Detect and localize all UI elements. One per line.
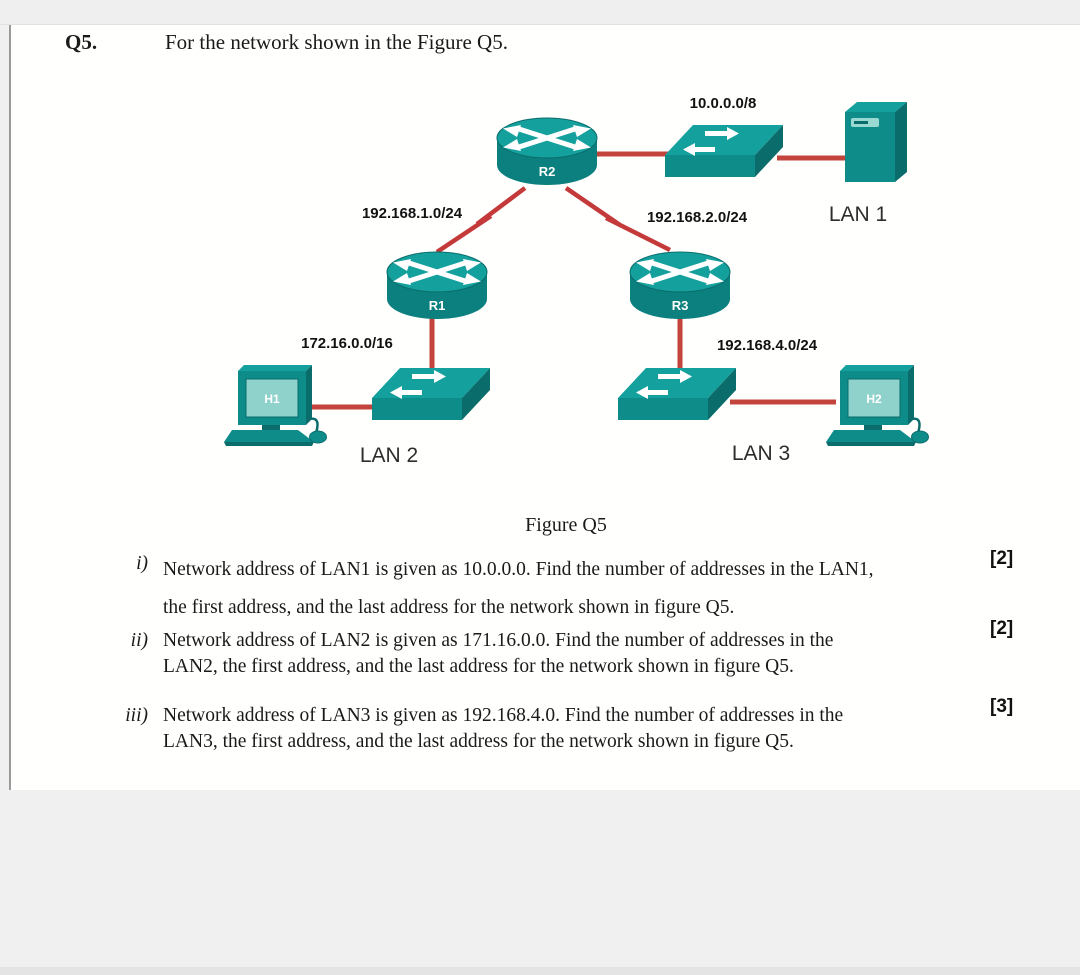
top-gray-strip [0, 0, 1080, 25]
router-r3-label: R3 [672, 298, 689, 313]
lan2-label: LAN 2 [360, 444, 418, 467]
item-i-numeral: i) [136, 553, 148, 574]
item-ii-text: Network address of LAN2 is given as 171.… [163, 628, 963, 680]
question-intro: For the network shown in the Figure Q5. [165, 30, 508, 54]
lan3-prefix-label: 192.168.4.0/24 [717, 337, 818, 354]
item-iii-line1: Network address of LAN3 is given as 192.… [163, 705, 844, 726]
item-ii-line1: Network address of LAN2 is given as 171.… [163, 630, 834, 651]
item-iii-numeral: iii) [125, 705, 148, 726]
item-i-line2: the first address, and the last address … [163, 597, 735, 618]
link-r2-r3-label: 192.168.2.0/24 [647, 209, 748, 226]
serial-link-r2-r3 [564, 186, 672, 253]
router-r2-label: R2 [539, 164, 556, 179]
item-ii-marks: [2] [990, 618, 1014, 639]
lan2-prefix-label: 172.16.0.0/16 [301, 335, 393, 352]
figure-caption: Figure Q5 [525, 514, 607, 536]
bottom-gray-strip [0, 967, 1080, 975]
lan3-switch-icon [618, 368, 736, 420]
host-h1-label: H1 [264, 392, 280, 406]
serial-link-r2-r1 [435, 186, 527, 254]
lan1-label: LAN 1 [829, 203, 887, 226]
server-icon [845, 102, 907, 182]
item-iii-line2: LAN3, the first address, and the last ad… [163, 731, 794, 752]
lan3-label: LAN 3 [732, 442, 790, 465]
lan2-switch-icon [372, 368, 490, 420]
host-h2-label: H2 [866, 392, 882, 406]
item-iii-marks: [3] [990, 696, 1014, 717]
router-r1-label: R1 [429, 298, 446, 313]
link-r1-r2-label: 192.168.1.0/24 [362, 205, 463, 222]
item-iii-text: Network address of LAN3 is given as 192.… [163, 703, 963, 755]
question-number: Q5. [65, 30, 98, 54]
network-diagram: R2 R1 R3 H1 H2 10.0.0.0/8 192.168.1.0/24… [222, 95, 930, 467]
item-i-line1: Network address of LAN1 is given as 10.0… [163, 559, 874, 580]
item-ii-numeral: ii) [130, 630, 148, 651]
lan1-switch-icon [665, 125, 783, 177]
item-ii-line2: LAN2, the first address, and the last ad… [163, 656, 794, 677]
lan1-prefix-label: 10.0.0.0/8 [690, 95, 757, 112]
item-i-marks: [2] [990, 548, 1014, 569]
item-i-text: Network address of LAN1 is given as 10.0… [163, 551, 963, 627]
